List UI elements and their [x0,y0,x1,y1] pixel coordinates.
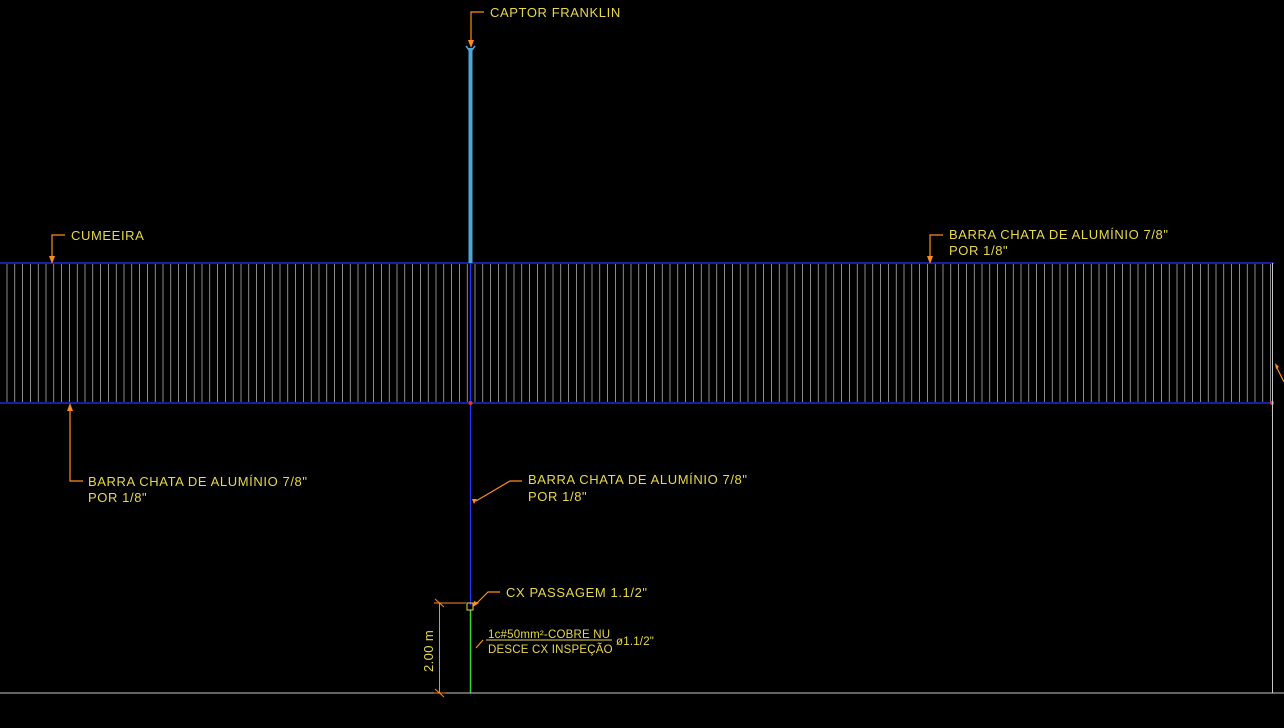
leader-captor [470,11,484,42]
label-barra-mid-line2: POR 1/8" [528,489,587,504]
label-cobre-line2: DESCE CX INSPEÇÃO [488,643,613,656]
leader-cobre [475,639,484,649]
label-barra-top-line1: BARRA CHATA DE ALUMÍNIO 7/8" [949,227,1169,242]
label-barra-left-line1: BARRA CHATA DE ALUMÍNIO 7/8" [88,474,308,489]
dimension-line [434,598,466,698]
label-cobre-line1: 1c#50mm²-COBRE NU [488,629,610,641]
label-barra-mid-line1: BARRA CHATA DE ALUMÍNIO 7/8" [528,472,748,487]
roof-hatch [6,264,1271,402]
leader-barra-mid [475,480,522,502]
leader-cx-passagem [475,591,500,605]
leader-right-partial [1275,365,1284,383]
label-cumeeira: CUMEEIRA [71,228,144,243]
air-terminal-icon [468,48,473,263]
label-barra-top-line2: POR 1/8" [949,243,1008,258]
leader-barra-top [929,234,943,258]
air-terminal-tip [465,45,476,54]
dimension-tick-bottom [434,688,445,698]
dimension-tick-top [434,598,445,608]
leader-arrowheads [49,40,1279,607]
label-conduit: ø1.1/2" [616,636,654,648]
roof-band [0,262,1274,404]
leader-cumeeira [51,234,65,258]
inspection-box-icon [466,602,474,611]
leaders [51,11,1284,649]
label-captor: CAPTOR FRANKLIN [490,5,621,20]
junction-node-center [468,401,473,405]
leader-barra-left [69,408,83,482]
label-barra-left-line2: POR 1/8" [88,490,147,505]
label-cx-passagem: CX PASSAGEM 1.1/2" [506,585,648,600]
label-dimension: 2.00 m [421,630,436,672]
